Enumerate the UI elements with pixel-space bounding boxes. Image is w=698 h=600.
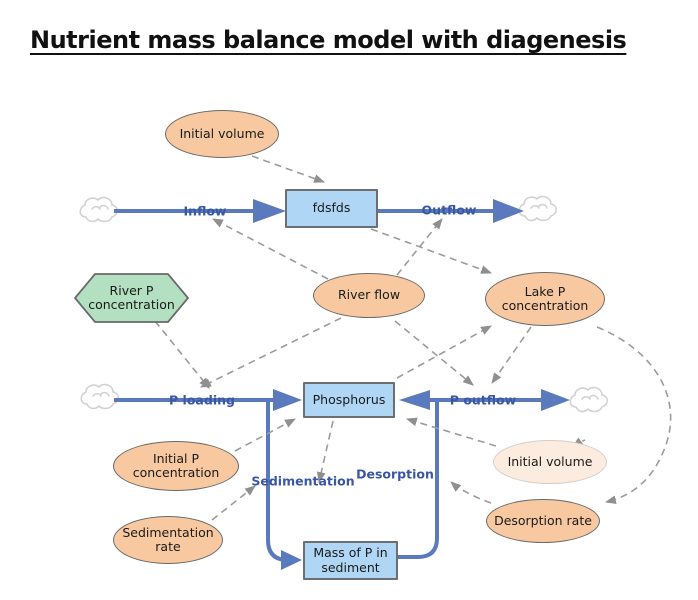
inflow-arrowhead-icon	[253, 199, 286, 223]
node-initial-p-concentration[interactable]: Initial P concentration	[113, 441, 239, 491]
flow-pipe-sedimentation[interactable]	[266, 400, 302, 570]
connector-desorption-rate-to-desorption[interactable]	[450, 481, 492, 504]
node-label: Sedimentation rate	[122, 524, 214, 554]
node-initial-volume-ghost[interactable]: Initial volume	[493, 440, 607, 484]
flow-label-inflow[interactable]: Inflow	[183, 203, 227, 219]
node-river-p-concentration[interactable]	[73, 273, 190, 323]
connector-ghost-initial-volume-to-phosphorus[interactable]	[405, 417, 497, 447]
connector-lake-p-to-p-outflow[interactable]	[491, 326, 532, 384]
node-initial-volume[interactable]: Initial volume	[165, 110, 279, 158]
node-label: Desorption rate	[494, 512, 592, 528]
flow-pipe-p-loading[interactable]	[114, 389, 302, 411]
connector-sedimentation-rate-to-sedimentation[interactable]	[211, 485, 256, 521]
flow-label-outflow[interactable]: Outflow	[421, 202, 477, 218]
node-lake-p-concentration[interactable]: Lake P concentration	[485, 272, 605, 326]
node-label: Initial volume	[507, 453, 593, 469]
flow-label-sedimentation[interactable]: Sedimentation	[251, 473, 355, 489]
connector-river-flow-to-p-outflow[interactable]	[394, 320, 474, 386]
outflow-sink-cloud-icon[interactable]	[518, 195, 558, 222]
sedimentation-arrowhead-icon	[281, 550, 302, 570]
stock-label: fdsfds	[312, 200, 351, 216]
p-outflow-arrowhead-icon	[541, 389, 570, 411]
flow-pipe-inflow[interactable]	[114, 199, 286, 223]
outflow-arrowhead-icon	[493, 199, 524, 223]
flow-label-desorption[interactable]: Desorption	[356, 466, 434, 482]
node-label: Lake P concentration	[501, 283, 589, 313]
connector-river-p-to-p-loading[interactable]	[154, 320, 210, 389]
node-label: River flow	[337, 287, 401, 303]
flow-pipe-desorption[interactable]	[398, 390, 439, 559]
stock-mass-of-p-in-sediment[interactable]: Mass of P in sediment	[303, 541, 398, 580]
connector-river-flow-to-p-loading[interactable]	[200, 317, 342, 388]
node-river-flow[interactable]: River flow	[313, 273, 425, 318]
connector-river-flow-to-inflow[interactable]	[212, 218, 329, 280]
stock-fdsfds[interactable]: fdsfds	[285, 189, 378, 228]
connector-fdsfds-to-lake-p[interactable]	[370, 228, 493, 274]
desorption-arrowhead-icon	[399, 390, 430, 410]
p-outflow-sink-cloud-icon[interactable]	[569, 386, 609, 413]
connector-lake-p-to-desorption-rate[interactable]	[596, 326, 672, 505]
stock-phosphorus[interactable]: Phosphorus	[303, 382, 395, 418]
connector-initial-p-to-phosphorus[interactable]	[234, 418, 296, 452]
flow-pipe-outflow[interactable]	[378, 199, 524, 223]
page-title: Nutrient mass balance model with diagene…	[30, 26, 627, 54]
stock-label: Mass of P in sediment	[313, 545, 388, 575]
node-label: Initial volume	[179, 125, 265, 141]
node-sedimentation-rate[interactable]: Sedimentation rate	[113, 516, 223, 564]
flow-label-p-outflow[interactable]: P outflow	[449, 392, 517, 408]
node-label: River P concentration	[88, 282, 175, 312]
connector-phosphorus-to-sedimentation[interactable]	[316, 420, 334, 484]
connector-initial-volume-to-fdsfds[interactable]	[251, 155, 326, 183]
p-loading-source-cloud-icon[interactable]	[80, 383, 120, 410]
inflow-source-cloud-icon[interactable]	[79, 196, 119, 223]
node-river-p-concentration-label[interactable]: River P concentration	[75, 274, 188, 322]
p-loading-arrowhead-icon	[273, 389, 302, 411]
node-label: Initial P concentration	[132, 450, 220, 480]
node-desorption-rate[interactable]: Desorption rate	[486, 499, 600, 543]
flow-label-p-loading[interactable]: P loading	[169, 392, 235, 408]
stock-label: Phosphorus	[312, 391, 386, 407]
connector-phosphorus-to-lake-p[interactable]	[396, 325, 492, 379]
